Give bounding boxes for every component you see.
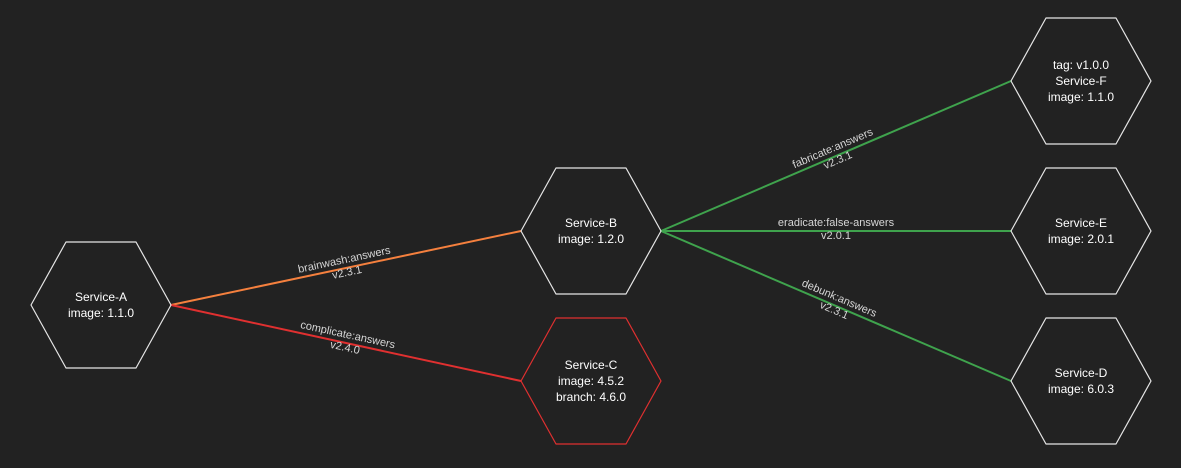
node-detail: tag: v1.0.0	[1053, 58, 1109, 72]
node-title: Service-C	[565, 358, 618, 372]
edge-service-a-to-service-c[interactable]	[170, 304, 522, 382]
node-hexagon[interactable]	[520, 317, 662, 445]
node-service-d[interactable]: Service-D image: 6.0.3	[1010, 317, 1152, 445]
node-hexagon[interactable]	[520, 167, 662, 295]
node-detail: image: 1.1.0	[1048, 90, 1114, 104]
node-detail: image: 2.0.1	[1048, 232, 1114, 246]
node-hexagon[interactable]	[1010, 167, 1152, 295]
edge-service-b-to-service-f[interactable]	[660, 80, 1012, 232]
edge-label: eradicate:false-answers	[778, 217, 895, 229]
edge-version: v2.0.1	[821, 230, 851, 242]
edge-service-a-to-service-b[interactable]	[170, 230, 522, 306]
node-hexagon[interactable]	[1010, 17, 1152, 145]
node-detail: branch: 4.6.0	[556, 390, 626, 404]
node-detail: Service-F	[1055, 74, 1106, 88]
node-hexagon[interactable]	[1010, 317, 1152, 445]
node-detail: image: 6.0.3	[1048, 382, 1114, 396]
node-service-b[interactable]: Service-B image: 1.2.0	[520, 167, 662, 295]
node-service-c[interactable]: Service-C image: 4.5.2 branch: 4.6.0	[520, 317, 662, 445]
node-title: Service-A	[75, 290, 127, 304]
node-detail: image: 4.5.2	[558, 374, 624, 388]
node-service-a[interactable]: Service-A image: 1.1.0	[30, 241, 172, 369]
node-title: Service-E	[1055, 216, 1107, 230]
node-title: Service-D	[1055, 366, 1108, 380]
edges-layer	[170, 80, 1012, 382]
node-service-e[interactable]: Service-E image: 2.0.1	[1010, 167, 1152, 295]
node-hexagon[interactable]	[30, 241, 172, 369]
node-detail: image: 1.1.0	[68, 306, 134, 320]
node-detail: image: 1.2.0	[558, 232, 624, 246]
edge-service-b-to-service-d[interactable]	[660, 230, 1012, 382]
node-title: Service-B	[565, 216, 617, 230]
